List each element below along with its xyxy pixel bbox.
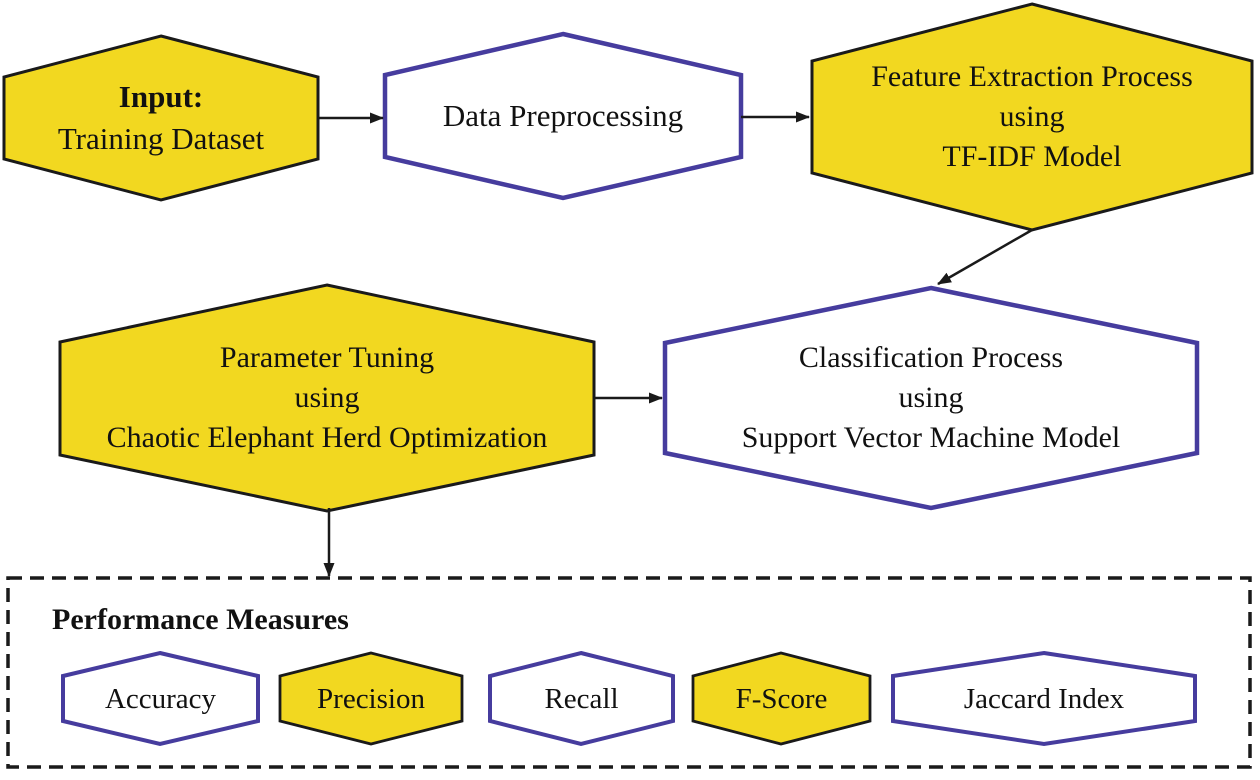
hexagon-feature-extraction-shape [810,2,1254,232]
hexagon-jaccard-shape [891,650,1197,747]
hexagon-parameter-tuning-shape [58,283,596,513]
hexagon-fscore-shape [691,651,872,746]
hexagon-accuracy-shape [61,650,260,747]
hexagon-input-shape [2,34,320,202]
performance-measures-title: Performance Measures [52,603,349,636]
hexagon-preprocessing-shape [382,31,744,201]
hexagon-classification-shape [662,285,1200,511]
arrow-feature-extraction-to-classification [937,228,1033,286]
hexagon-recall-shape [488,650,675,747]
hexagon-precision-shape [278,651,464,746]
performance-measures-box [6,576,1252,769]
